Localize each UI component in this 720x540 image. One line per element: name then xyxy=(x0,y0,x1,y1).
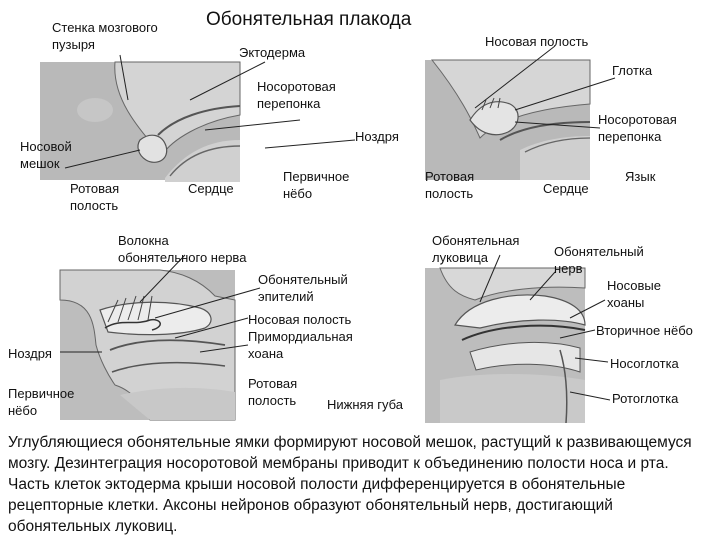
panel-3-nasal-section xyxy=(60,270,235,420)
label-nostril-top: Ноздря xyxy=(355,128,399,145)
diagram-title: Обонятельная плакода xyxy=(206,9,411,31)
label-oral-cavity-3: Ротовая полость xyxy=(248,375,297,409)
label-oronasal-membrane-2: Носоротовая перепонка xyxy=(598,111,677,145)
label-ectoderm: Эктодерма xyxy=(239,44,305,61)
panel-4-palate-section xyxy=(425,268,585,423)
label-nasal-cavity-top: Носовая полость xyxy=(485,33,588,50)
label-brain-vesicle-wall: Стенка мозгового пузыря xyxy=(52,19,158,53)
caption-text: Углубляющиеся обонятельные ямки формирую… xyxy=(8,432,712,537)
label-primary-palate-bottom: Первичное нёбо xyxy=(8,385,74,419)
label-oronasal-membrane-1: Носоротовая перепонка xyxy=(257,78,336,112)
label-nostril-bottom: Ноздря xyxy=(8,345,52,362)
label-oral-cavity-2: Ротовая полость xyxy=(425,168,474,202)
label-lower-lip: Нижняя губа xyxy=(327,396,403,413)
panel-2-embryo-head xyxy=(425,60,590,180)
label-tongue: Язык xyxy=(625,168,655,185)
label-secondary-palate: Вторичное нёбо xyxy=(596,322,693,339)
label-primary-palate-top: Первичное нёбо xyxy=(283,168,349,202)
label-olfactory-bulb: Обонятельная луковица xyxy=(432,232,519,266)
label-nasal-cavity-mid: Носовая полость xyxy=(248,311,351,328)
label-primordial-choana: Примордиальная хоана xyxy=(248,328,353,362)
label-nasal-sac: Носовой мешок xyxy=(20,138,72,172)
label-nasal-choanae: Носовые хоаны xyxy=(607,277,661,311)
label-heart-2: Сердце xyxy=(543,180,589,197)
label-oropharynx: Ротоглотка xyxy=(612,390,678,407)
label-olfactory-nerve-fibers: Волокна обонятельного нерва xyxy=(118,232,246,266)
label-olfactory-nerve: Обонятельный нерв xyxy=(554,243,644,277)
label-heart-1: Сердце xyxy=(188,180,234,197)
label-olfactory-epithelium: Обонятельный эпителий xyxy=(258,271,348,305)
label-nasopharynx: Носоглотка xyxy=(610,355,679,372)
label-oral-cavity-1: Ротовая полость xyxy=(70,180,119,214)
label-pharynx: Глотка xyxy=(612,62,652,79)
